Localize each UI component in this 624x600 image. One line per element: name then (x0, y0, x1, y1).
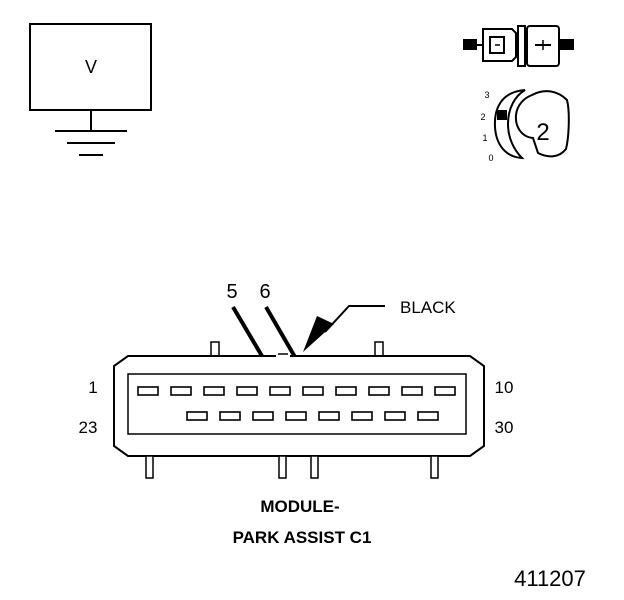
row-label-top-right: 10 (495, 378, 514, 397)
pin-cavity-top-4 (236, 386, 258, 396)
dial-scale-2: 2 (480, 112, 485, 122)
row-label-top-left: 1 (88, 378, 97, 397)
voltmeter-box (29, 23, 152, 111)
pin-callout-5: 5 (226, 281, 237, 303)
pin-cavity-bottom-1 (186, 411, 208, 421)
pin-cavity-bottom-7 (384, 411, 406, 421)
pin-cavity-top-5 (269, 386, 291, 396)
dial-knob (514, 90, 570, 158)
dial-scale-0: 0 (488, 153, 493, 163)
pin-cavity-top-9 (401, 386, 423, 396)
probe-connector-icon (463, 25, 574, 67)
connector-bottom-row (186, 411, 439, 421)
dial-indicator-marker (497, 110, 507, 120)
ground-symbol (55, 110, 127, 156)
figure-number: 411207 (514, 566, 586, 591)
voltmeter: V (29, 23, 152, 156)
pin-cavity-top-6 (302, 386, 324, 396)
pin-cavity-top-10 (434, 386, 456, 396)
dial-scale-3: 3 (484, 90, 489, 100)
pin-cavity-top-3 (203, 386, 225, 396)
connector-color-label: BLACK (400, 298, 456, 317)
pin-cavity-top-2 (170, 386, 192, 396)
pin-cavity-bottom-4 (285, 411, 307, 421)
row-label-bottom-left: 23 (79, 418, 98, 437)
connector-legs (145, 455, 439, 479)
pin-cavity-bottom-8 (417, 411, 439, 421)
probe-position-dial: 3 2 1 0 2 (480, 89, 570, 163)
connector-top-row (137, 386, 456, 396)
pin-cavity-bottom-5 (318, 411, 340, 421)
pin-cavity-top-8 (368, 386, 390, 396)
row-labels: 1 10 23 30 (79, 378, 514, 437)
row-label-bottom-right: 30 (495, 418, 514, 437)
pin-cavity-bottom-6 (351, 411, 373, 421)
pin-cavity-bottom-3 (252, 411, 274, 421)
connector-title-line1: MODULE- (260, 497, 339, 516)
pin-callout-6: 6 (259, 281, 270, 303)
connector-title-line2: PARK ASSIST C1 (233, 528, 372, 547)
pin-cavity-top-7 (335, 386, 357, 396)
dial-scale-1: 1 (482, 133, 487, 143)
pin-cavity-top-1 (137, 386, 159, 396)
connector-body (113, 341, 485, 479)
color-leader: BLACK (303, 298, 456, 352)
pin-cavity-bottom-2 (219, 411, 241, 421)
dial-ring (493, 89, 526, 160)
voltmeter-symbol: V (85, 57, 97, 77)
connector-face (127, 373, 467, 435)
dial-selected-value: 2 (536, 119, 549, 146)
